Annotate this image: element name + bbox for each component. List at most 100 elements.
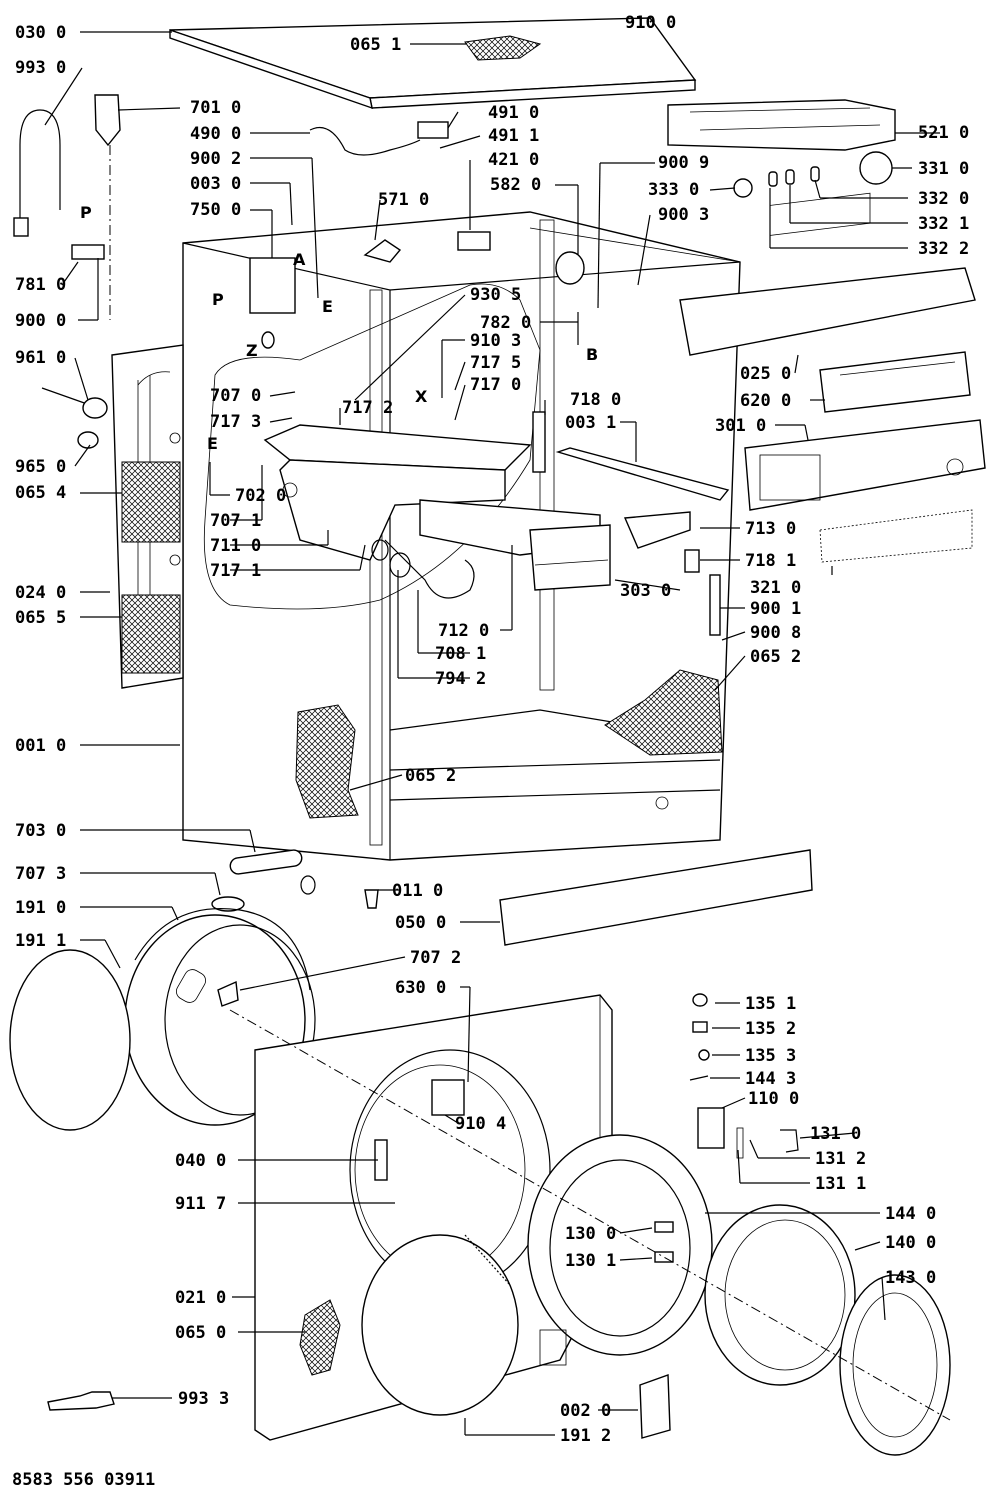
label-571-0: 571 0	[378, 190, 429, 210]
label-303-0: 303 0	[620, 581, 671, 601]
label-144-0: 144 0	[885, 1204, 936, 1224]
kickplate-050-0	[499, 849, 813, 946]
label-900-2: 900 2	[190, 149, 241, 169]
label-717-0: 717 0	[470, 375, 521, 395]
label-900-9: 900 9	[658, 153, 709, 173]
label-140-0: 140 0	[885, 1233, 936, 1253]
letter-P-1: P	[80, 203, 92, 222]
label-910-0: 910 0	[625, 13, 676, 33]
label-910-3: 910 3	[470, 331, 521, 351]
label-965-0: 965 0	[15, 457, 66, 477]
label-717-5: 717 5	[470, 353, 521, 373]
label-717-1: 717 1	[210, 561, 261, 581]
letter-Z: Z	[246, 341, 258, 360]
label-333-0: 333 0	[648, 180, 699, 200]
label-025-0: 025 0	[740, 364, 791, 384]
part-labels: 030 0 993 0 065 1 910 0 701 0 490 0 900 …	[15, 13, 969, 1446]
label-191-1: 191 1	[15, 931, 66, 951]
front-insulation	[299, 1299, 341, 1376]
label-110-0: 110 0	[748, 1089, 799, 1109]
label-782-0: 782 0	[480, 313, 531, 333]
label-030-0: 030 0	[15, 23, 66, 43]
label-717-2: 717 2	[342, 398, 393, 418]
label-702-0: 702 0	[235, 486, 286, 506]
letter-P-2: P	[212, 290, 224, 309]
label-065-2a: 065 2	[750, 647, 801, 667]
top-cover	[169, 17, 697, 110]
bracket-718-0	[532, 411, 546, 473]
label-332-1: 332 1	[918, 214, 969, 234]
label-630-0: 630 0	[395, 978, 446, 998]
label-331-0: 331 0	[918, 159, 969, 179]
label-491-1: 491 1	[488, 126, 539, 146]
knob-331-0	[859, 151, 893, 185]
letter-X: X	[415, 387, 428, 406]
label-131-2: 131 2	[815, 1149, 866, 1169]
drawing-code: 8583 556 03911	[12, 1470, 155, 1490]
label-065-1: 065 1	[350, 35, 401, 55]
label-301-0: 301 0	[715, 416, 766, 436]
label-065-5: 065 5	[15, 608, 66, 628]
bellows-191-2	[361, 1234, 519, 1416]
label-781-0: 781 0	[15, 275, 66, 295]
leader-lines	[44, 31, 940, 1436]
letter-B: B	[586, 345, 598, 364]
door-lock-002-0	[639, 1374, 671, 1439]
label-703-0: 703 0	[15, 821, 66, 841]
label-707-2: 707 2	[410, 948, 461, 968]
label-003-0: 003 0	[190, 174, 241, 194]
label-900-3: 900 3	[658, 205, 709, 225]
rear-insulation-lower	[121, 594, 181, 674]
control-panel-301-0	[744, 419, 986, 511]
dispenser-housing	[263, 424, 611, 599]
label-582-0: 582 0	[490, 175, 541, 195]
label-003-1: 003 1	[565, 413, 616, 433]
label-750-0: 750 0	[190, 200, 241, 220]
door-frame-143-0	[839, 1274, 951, 1456]
label-321-0: 321 0	[750, 578, 801, 598]
label-130-0: 130 0	[565, 1224, 616, 1244]
cover-insulation-pad	[464, 35, 542, 61]
label-993-0: 993 0	[15, 58, 66, 78]
panel-label-321-0	[819, 509, 973, 563]
label-900-8: 900 8	[750, 623, 801, 643]
label-713-0: 713 0	[745, 519, 796, 539]
bellows-191-1	[9, 949, 131, 1131]
letter-E-1: E	[322, 297, 333, 316]
label-993-3: 993 3	[178, 1389, 229, 1409]
label-900-1: 900 1	[750, 599, 801, 619]
label-065-0: 065 0	[175, 1323, 226, 1343]
label-021-0: 021 0	[175, 1288, 226, 1308]
label-131-1: 131 1	[815, 1174, 866, 1194]
label-794-2: 794 2	[435, 669, 486, 689]
door-ring-144-0	[527, 1134, 713, 1356]
label-707-0: 707 0	[210, 386, 261, 406]
label-065-2b: 065 2	[405, 766, 456, 786]
label-961-0: 961 0	[15, 348, 66, 368]
letter-E-2: E	[207, 434, 218, 453]
label-144-3: 144 3	[745, 1069, 796, 1089]
label-191-0: 191 0	[15, 898, 66, 918]
label-002-0: 002 0	[560, 1401, 611, 1421]
label-707-1: 707 1	[210, 511, 261, 531]
label-135-2: 135 2	[745, 1019, 796, 1039]
label-910-4: 910 4	[455, 1114, 506, 1134]
label-011-0: 011 0	[392, 881, 443, 901]
programmer-unit	[667, 99, 896, 151]
label-131-0: 131 0	[810, 1124, 861, 1144]
label-900-0: 900 0	[15, 311, 66, 331]
label-421-0: 421 0	[488, 150, 539, 170]
label-130-1: 130 1	[565, 1251, 616, 1271]
label-711-0: 711 0	[210, 536, 261, 556]
front-panel-021-0	[254, 994, 613, 1441]
rear-panel	[111, 344, 184, 689]
label-491-0: 491 0	[488, 103, 539, 123]
cross-rail	[555, 447, 730, 501]
label-332-2: 332 2	[918, 239, 969, 259]
cabinet-insulation-left	[295, 704, 359, 819]
drain-hose-set	[13, 94, 121, 320]
label-620-0: 620 0	[740, 391, 791, 411]
tube-703-0	[229, 849, 303, 875]
door-glass-140-0	[704, 1204, 856, 1386]
